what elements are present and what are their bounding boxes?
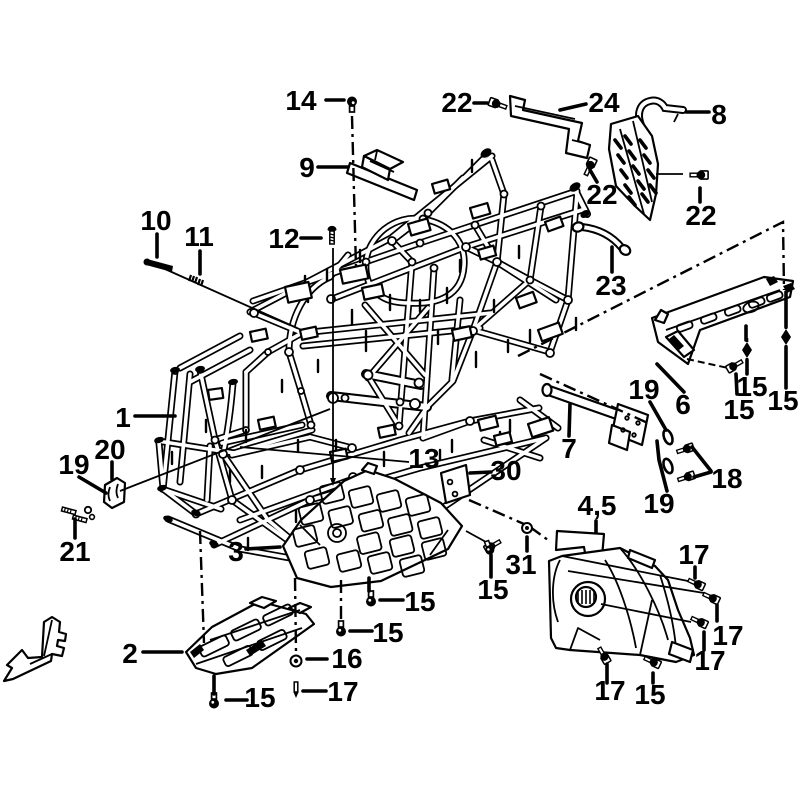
svg-text:1: 1 <box>115 402 131 433</box>
svg-text:22: 22 <box>441 87 472 118</box>
svg-text:17: 17 <box>712 620 743 651</box>
svg-text:23: 23 <box>595 270 626 301</box>
svg-text:15: 15 <box>404 586 435 617</box>
svg-text:14: 14 <box>285 85 317 116</box>
svg-text:30: 30 <box>490 455 521 486</box>
svg-text:9: 9 <box>299 152 315 183</box>
svg-text:10: 10 <box>140 205 171 236</box>
svg-text:22: 22 <box>685 200 716 231</box>
svg-text:7: 7 <box>561 433 577 464</box>
svg-text:16: 16 <box>331 643 362 674</box>
svg-text:11: 11 <box>184 221 214 252</box>
svg-text:18: 18 <box>711 463 742 494</box>
svg-text:15: 15 <box>244 682 275 713</box>
svg-text:15: 15 <box>723 394 754 425</box>
svg-text:15: 15 <box>372 617 403 648</box>
svg-text:2: 2 <box>122 638 138 669</box>
svg-text:8: 8 <box>711 99 727 130</box>
svg-text:21: 21 <box>59 536 90 567</box>
svg-text:6: 6 <box>675 389 691 420</box>
svg-text:19: 19 <box>628 374 659 405</box>
svg-text:24: 24 <box>588 87 620 118</box>
svg-text:17: 17 <box>678 539 709 570</box>
svg-text:3: 3 <box>228 536 244 567</box>
svg-text:13: 13 <box>408 443 439 474</box>
svg-text:15: 15 <box>634 679 665 710</box>
svg-text:4,5: 4,5 <box>578 490 617 521</box>
svg-text:22: 22 <box>586 179 617 210</box>
svg-text:19: 19 <box>643 488 674 519</box>
svg-text:31: 31 <box>505 549 536 580</box>
svg-text:15: 15 <box>767 385 798 416</box>
svg-text:17: 17 <box>694 645 725 676</box>
svg-text:15: 15 <box>736 371 767 402</box>
svg-text:17: 17 <box>327 676 358 707</box>
svg-text:12: 12 <box>268 223 299 254</box>
svg-text:19: 19 <box>58 449 89 480</box>
svg-text:17: 17 <box>594 675 625 706</box>
svg-text:20: 20 <box>94 434 125 465</box>
svg-text:15: 15 <box>477 574 508 605</box>
